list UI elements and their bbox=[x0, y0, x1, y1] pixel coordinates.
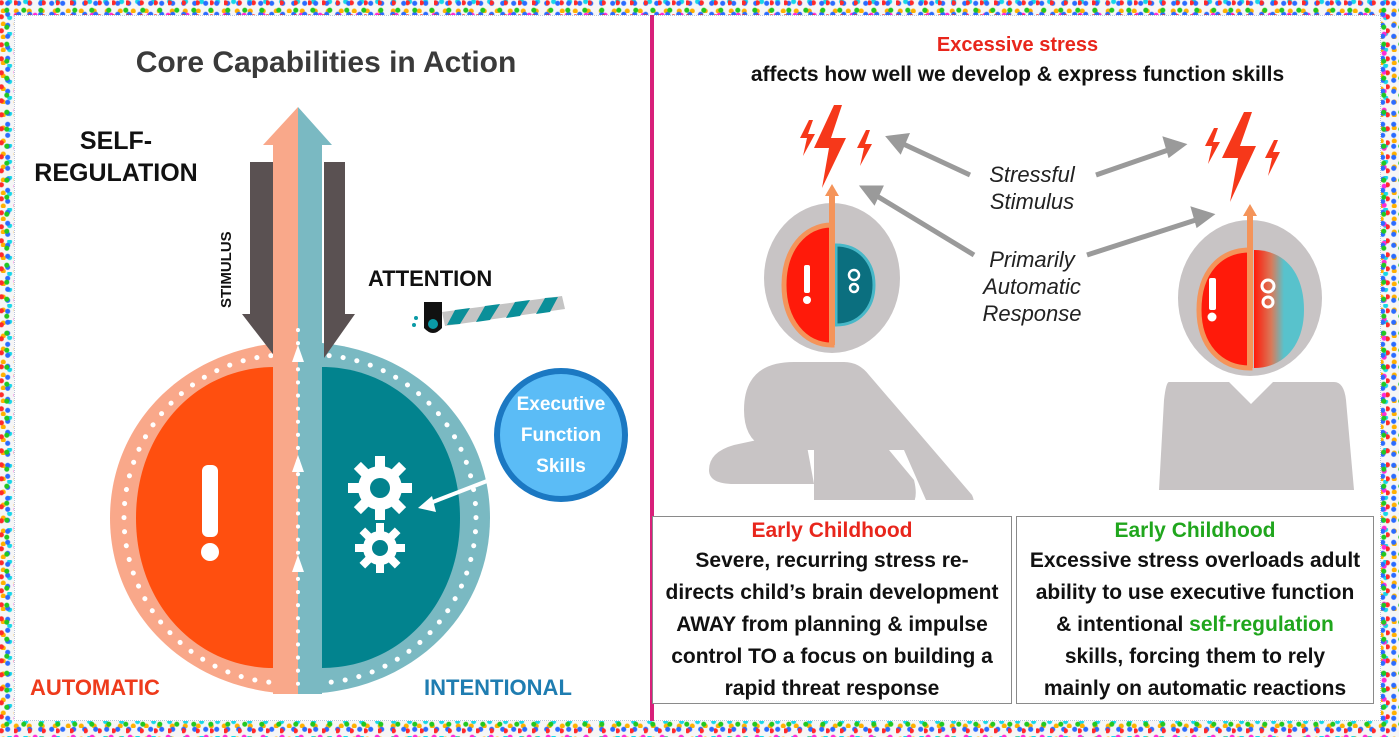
adult-description-box: Early Childhood Excessive stress overloa… bbox=[1016, 516, 1374, 704]
child-description-box: Early Childhood Severe, recurring stress… bbox=[652, 516, 1012, 704]
lightning-icon-right bbox=[1205, 112, 1280, 202]
pointer-arrows bbox=[858, 132, 1216, 258]
intentional-label: INTENTIONAL bbox=[424, 675, 572, 700]
self-regulation-line2: REGULATION bbox=[34, 159, 198, 187]
self-regulation-arrow-automatic bbox=[263, 107, 298, 694]
self-regulation-label: SELF- REGULATION bbox=[26, 125, 206, 189]
adult-box-line: & intentional self-regulation bbox=[1017, 609, 1373, 641]
automatic-response-label: Primarily Automatic Response bbox=[962, 246, 1102, 327]
adult-box-line: skills, forcing them to rely bbox=[1064, 645, 1326, 668]
child-box-line: Severe, recurring stress re- bbox=[695, 549, 969, 572]
adult-box-line: Excessive stress overloads adult bbox=[1029, 549, 1361, 572]
ef-line2: Function bbox=[520, 424, 602, 446]
stress-figures-diagram bbox=[709, 105, 1354, 500]
self-regulation-arrow-intentional bbox=[298, 107, 332, 694]
adult-box-heading: Early Childhood bbox=[1114, 519, 1276, 542]
adult-box-line: ability to use executive function bbox=[1035, 581, 1355, 604]
adult-box-line: mainly on automatic reactions bbox=[1043, 677, 1347, 700]
intentional-half bbox=[322, 367, 460, 668]
response-line1: Primarily bbox=[989, 247, 1075, 272]
attention-gate-icon bbox=[412, 296, 565, 333]
self-regulation-highlight: self-regulation bbox=[1189, 613, 1334, 636]
response-line3: Response bbox=[982, 301, 1082, 326]
adult-body bbox=[1159, 382, 1354, 490]
stimulus-arrow-left bbox=[242, 162, 276, 358]
self-regulation-line1: SELF- bbox=[79, 127, 153, 155]
stress-subtitle: affects how well we develop & express fu… bbox=[750, 63, 1285, 86]
exclamation-icon bbox=[202, 465, 218, 537]
core-capabilities-diagram bbox=[110, 107, 565, 694]
child-body bbox=[709, 362, 974, 500]
child-box-line: control TO a focus on building a bbox=[671, 645, 993, 668]
stimulus-arrow-right bbox=[324, 162, 355, 358]
executive-function-bubble: Executive Function Skills bbox=[494, 368, 628, 502]
child-box-heading: Early Childhood bbox=[751, 519, 913, 542]
attention-label: ATTENTION bbox=[368, 266, 493, 291]
stressful-line1: Stressful bbox=[989, 162, 1075, 187]
panel-divider bbox=[650, 15, 654, 721]
lightning-icon-left bbox=[800, 105, 872, 188]
response-line2: Automatic bbox=[983, 274, 1081, 299]
small-gear-icon bbox=[355, 523, 405, 573]
child-box-line: AWAY from planning & impulse bbox=[676, 613, 988, 636]
stress-title: Excessive stress bbox=[936, 34, 1099, 56]
stimulus-label: STIMULUS bbox=[218, 231, 235, 308]
stressful-line2: Stimulus bbox=[989, 189, 1075, 214]
child-box-line: directs child’s brain development bbox=[665, 581, 999, 604]
ef-line1: Executive bbox=[516, 393, 606, 415]
adult-box-text: & intentional bbox=[1056, 613, 1190, 636]
ef-line3: Skills bbox=[536, 455, 586, 477]
gear-icon bbox=[348, 456, 412, 520]
stressful-stimulus-label: Stressful Stimulus bbox=[962, 161, 1102, 215]
left-title: Core Capabilities in Action bbox=[135, 46, 517, 79]
child-box-line: rapid threat response bbox=[724, 677, 940, 700]
automatic-label: AUTOMATIC bbox=[30, 675, 160, 700]
